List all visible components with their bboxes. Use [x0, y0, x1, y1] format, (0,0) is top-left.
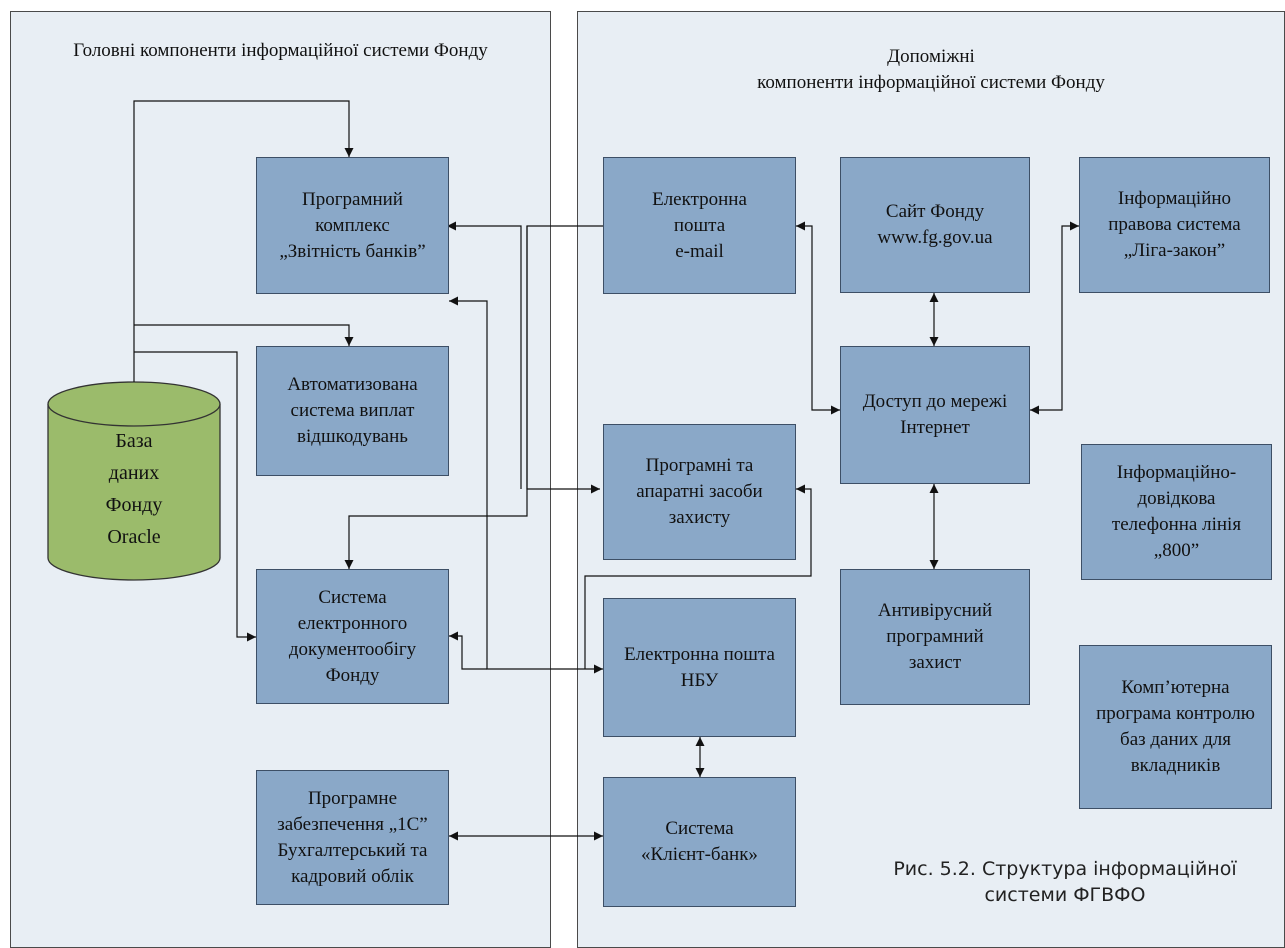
figure-caption-line1: Рис. 5.2. Структура інформаційної: [893, 858, 1237, 880]
box-reporting-complex: Програмний комплекс „Звітність банків”: [256, 157, 449, 294]
box-email: Електронна пошта e-mail: [603, 157, 796, 294]
aux-panel-title-line2: компоненти інформаційної системи Фонду: [757, 72, 1105, 93]
aux-panel-title-line1: Допоміжні: [887, 46, 975, 67]
box-site: Сайт Фонду www.fg.gov.ua: [840, 157, 1030, 293]
box-internet-access: Доступ до мережі Інтернет: [840, 346, 1030, 484]
main-panel-title: Головні компоненти інформаційної системи…: [73, 40, 488, 61]
box-liga-zakon: Інформаційно правова система „Ліга-закон…: [1079, 157, 1270, 293]
box-payments-system: Автоматизована система виплат відшкодува…: [256, 346, 449, 476]
database-label: База даних Фонду Oracle: [105, 430, 163, 548]
box-deposit-control: Комп’ютерна програма контролю баз даних …: [1079, 645, 1272, 809]
figure-caption-line2: системи ФГВФО: [984, 884, 1146, 906]
box-hotline: Інформаційно- довідкова телефонна лінія …: [1081, 444, 1272, 580]
box-nbu-mail: Електронна пошта НБУ: [603, 598, 796, 737]
box-edms: Система електронного документообігу Фонд…: [256, 569, 449, 704]
box-client-bank: Система «Клієнт-банк»: [603, 777, 796, 907]
box-antivirus: Антивірусний програмний захист: [840, 569, 1030, 705]
box-protection: Програмні та апаратні засоби захисту: [603, 424, 796, 560]
box-1c-software: Програмне забезпечення „1С” Бухгалтерськ…: [256, 770, 449, 905]
